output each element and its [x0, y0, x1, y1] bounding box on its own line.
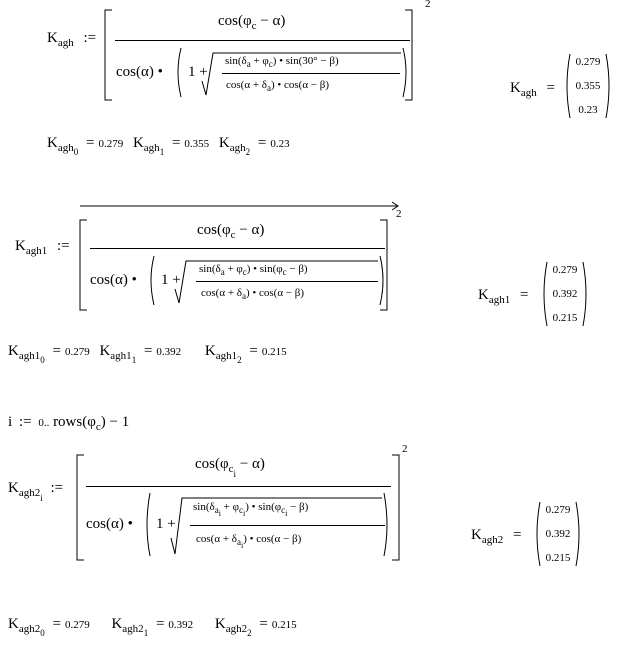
vector-value: 0.392: [545, 528, 571, 540]
inner-denominator: cos(α + δa) • cos(α − β): [226, 79, 330, 93]
inner-numerator: sin(δa + φc) • sin(30° − β): [225, 55, 339, 69]
vector-value: 0.392: [552, 288, 578, 300]
big-bracket: [104, 9, 413, 101]
fraction-bar: [86, 486, 391, 487]
paren: [177, 47, 407, 98]
inner-bar: [190, 525, 385, 526]
exponent: 2: [402, 443, 408, 455]
inner-bar: [196, 281, 378, 282]
lhs-kagh1: Kagh1 :=: [15, 238, 70, 257]
inner-denominator: cos(α + δai) • cos(α − β): [196, 533, 302, 550]
paren: [150, 255, 384, 306]
result-lhs: Kagh =: [510, 80, 555, 99]
exponent: 2: [425, 0, 431, 10]
paren: [146, 492, 388, 557]
one-plus: 1 +: [161, 272, 181, 288]
inner-denominator: cos(α + δa) • cos(α − β): [201, 287, 305, 301]
lhs-kagh2: Kagh2i :=: [8, 480, 64, 503]
inner-numerator: sin(δa + φc) • sin(φc − β): [199, 263, 308, 277]
vector-value: 0.279: [575, 56, 601, 68]
big-bracket: [76, 454, 400, 561]
one-plus: 1 +: [156, 516, 176, 532]
vector-value: 0.215: [552, 312, 578, 324]
den-cos: cos(α) •: [90, 272, 137, 288]
one-plus: 1 +: [188, 64, 208, 80]
den-cos: cos(α) •: [116, 64, 163, 80]
den-cos: cos(α) •: [86, 516, 133, 532]
big-bracket: [79, 219, 388, 311]
numerator: cos(φc − α): [197, 222, 265, 241]
vector-value: 0.215: [545, 552, 571, 564]
element-results-kagh2: Kagh20 =0.279 Kagh21 =0.392 Kagh22 =0.21…: [8, 616, 297, 638]
element-results-kagh: Kagh0 =0.279 Kagh1 =0.355 Kagh2 =0.23: [47, 135, 290, 157]
result-lhs: Kagh2 =: [471, 527, 522, 546]
fraction-bar: [115, 40, 410, 41]
vector-paren: [536, 501, 580, 567]
vector-value: 0.279: [552, 264, 578, 276]
vector-value: 0.23: [578, 104, 598, 116]
fraction-bar: [90, 248, 385, 249]
vectorize-arrow: [80, 201, 399, 211]
lhs-kagh: Kagh :=: [47, 30, 97, 49]
inner-bar: [222, 73, 400, 74]
vector-value: 0.355: [575, 80, 601, 92]
numerator: cos(φci − α): [195, 456, 265, 479]
inner-numerator: sin(δai + φci) • sin(φci − β): [193, 501, 309, 518]
range-definition[interactable]: i := 0.. rows(φc) − 1: [8, 414, 130, 433]
element-results-kagh1: Kagh10 =0.279 Kagh11 =0.392 Kagh12 =0.21…: [8, 343, 287, 365]
vector-paren: [543, 261, 587, 327]
numerator: cos(φc − α): [218, 13, 286, 32]
result-lhs: Kagh1 =: [478, 287, 529, 306]
vector-value: 0.279: [545, 504, 571, 516]
vector-paren: [566, 53, 610, 119]
exponent: 2: [396, 208, 402, 220]
